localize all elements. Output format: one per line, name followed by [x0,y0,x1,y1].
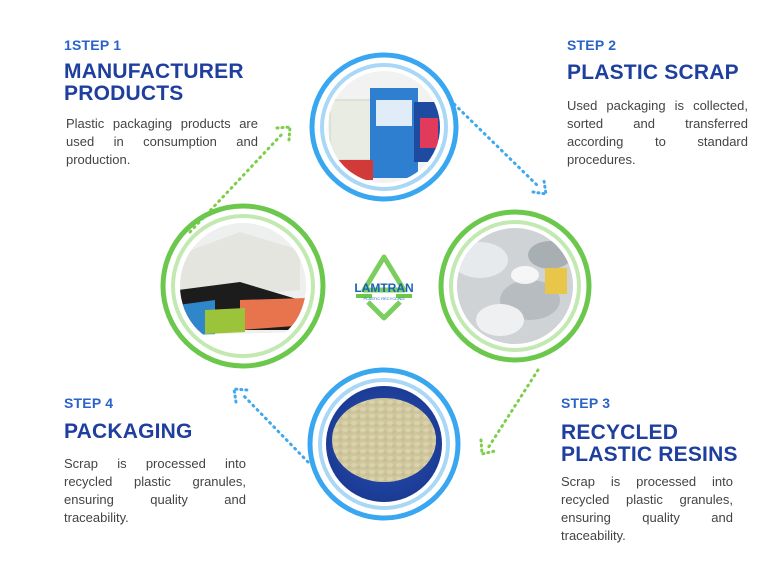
step4-number: STEP 4 [64,395,114,411]
step3-circle [307,367,461,521]
step2-title: PLASTIC SCRAP [567,61,739,84]
plastic-granules-photo [326,386,442,502]
step1-circle [309,52,459,202]
step2-circle [438,209,592,363]
logo-subtext: PLASTIC RECYCLING [363,296,404,301]
step4-description: Scrap is processed into recycled plastic… [64,456,246,525]
step2-number: STEP 2 [567,37,617,53]
packaging-film-photo [180,223,306,349]
step1-description: Plastic packaging products are used in c… [66,116,258,167]
step1-title: MANUFACTURER PRODUCTS [64,60,244,105]
arrow-step1-to-step2 [448,98,548,196]
step4-title: PACKAGING [64,420,193,443]
step3-description: Scrap is processed into recycled plastic… [561,474,733,543]
step3-title: RECYCLED PLASTIC RESINS [561,421,738,466]
arrow-step3-to-step4 [232,387,310,464]
logo-text: LAMTRAN [354,281,413,295]
plastic-bags-photo [328,71,440,183]
plastic-scrap-photo [457,228,573,344]
step1-number: 1STEP 1 [64,37,122,53]
step3-number: STEP 3 [561,395,611,411]
step4-circle [160,203,326,369]
step2-description: Used packaging is collected, sorted and … [567,98,748,167]
recycle-logo: LAMTRAN PLASTIC RECYCLING [354,254,414,321]
arrow-step2-to-step3 [479,368,540,456]
